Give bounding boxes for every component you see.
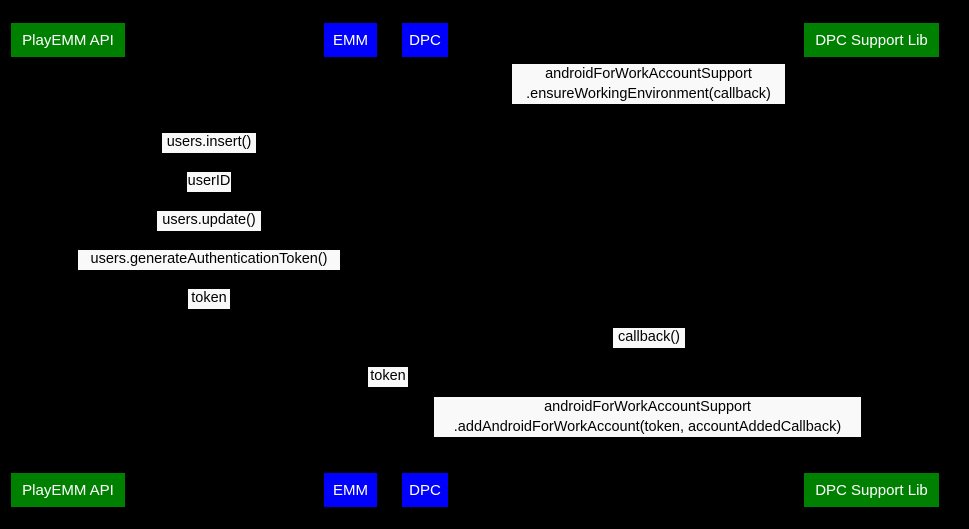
message-label-users-insert: users.insert() — [162, 133, 256, 153]
participant-dpc-top[interactable]: DPC — [402, 23, 448, 57]
participant-dpc-support-lib-bottom[interactable]: DPC Support Lib — [804, 473, 939, 507]
participant-label: DPC — [409, 481, 441, 499]
lifeline-playemm-api — [68, 57, 69, 473]
message-label-users-update: users.update() — [157, 211, 261, 231]
message-label-token-to-emm: token — [188, 289, 230, 309]
participant-emm-top[interactable]: EMM — [324, 23, 377, 57]
message-label-callback: callback() — [613, 328, 685, 348]
message-label-user-id: userID — [187, 172, 231, 192]
message-label-ensure-working-environment: androidForWorkAccountSupport .ensureWork… — [512, 64, 785, 104]
participant-label: PlayEMM API — [22, 31, 114, 49]
participant-label: DPC — [409, 31, 441, 49]
lifeline-emm — [350, 57, 351, 473]
participant-emm-bottom[interactable]: EMM — [324, 473, 377, 507]
message-label-token-to-dpc: token — [368, 367, 408, 387]
participant-label: DPC Support Lib — [815, 481, 928, 499]
participant-dpc-bottom[interactable]: DPC — [402, 473, 448, 507]
participant-playemm-api-top[interactable]: PlayEMM API — [11, 23, 125, 57]
participant-dpc-support-lib-top[interactable]: DPC Support Lib — [804, 23, 939, 57]
participant-label: DPC Support Lib — [815, 31, 928, 49]
participant-playemm-api-bottom[interactable]: PlayEMM API — [11, 473, 125, 507]
lifeline-dpc-support-lib — [871, 57, 872, 473]
message-label-users-generate-authentication-token: users.generateAuthenticationToken() — [78, 250, 340, 270]
participant-label: PlayEMM API — [22, 481, 114, 499]
lifeline-dpc — [425, 57, 426, 473]
participant-label: EMM — [333, 31, 368, 49]
participant-label: EMM — [333, 481, 368, 499]
message-label-add-android-for-work-account: androidForWorkAccountSupport .addAndroid… — [434, 397, 861, 437]
